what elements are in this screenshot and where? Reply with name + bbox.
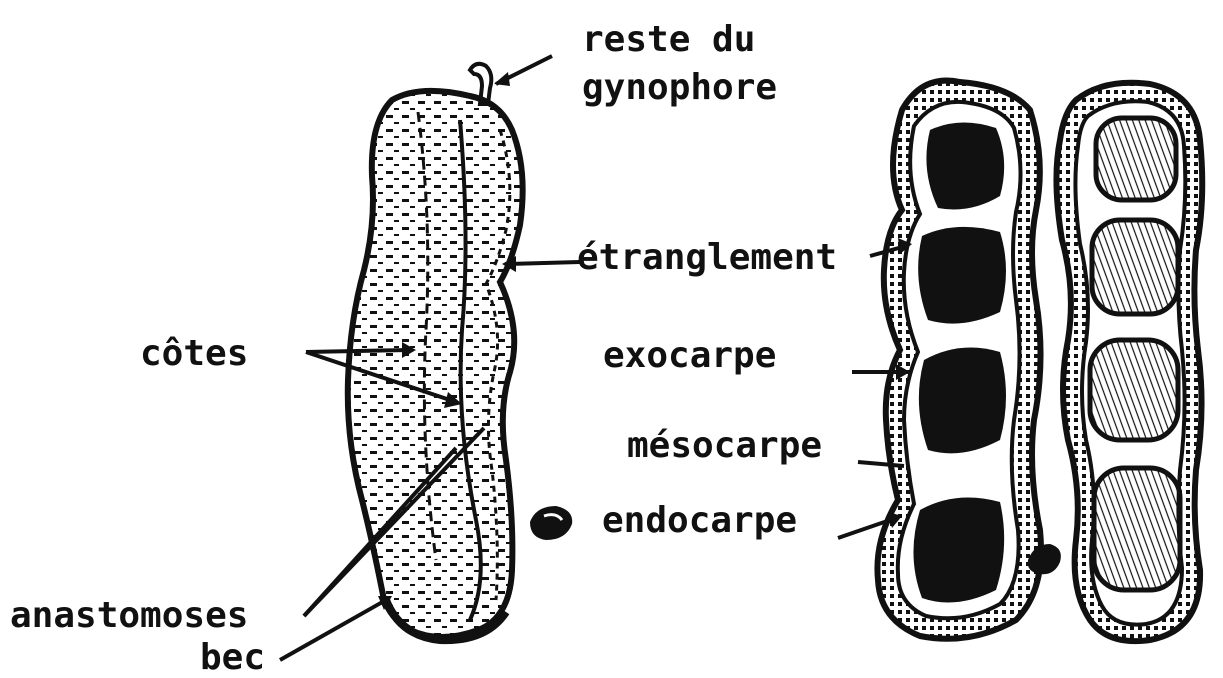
leader-cotes-a	[306, 350, 410, 352]
seed-3	[1090, 340, 1178, 440]
label-cotes: côtes	[140, 336, 248, 372]
label-mesocarpe: mésocarpe	[627, 428, 822, 464]
seed-2	[1092, 220, 1178, 314]
label-endocarpe: endocarpe	[602, 503, 797, 539]
seed-cavity-4	[913, 498, 1004, 603]
label-bec: bec	[200, 640, 265, 676]
seed-cavity-1	[926, 122, 1004, 209]
label-gynophore: gynophore	[582, 70, 777, 106]
label-anastomoses: anastomoses	[10, 598, 248, 634]
leader-etranglement-left	[508, 262, 580, 264]
seed-cavity-2	[918, 227, 1006, 324]
seed-1	[1096, 118, 1176, 200]
small-seed-center	[530, 506, 572, 540]
seed-cavity-3	[919, 348, 1006, 454]
seed-4	[1094, 468, 1180, 590]
label-exocarpe: exocarpe	[603, 338, 776, 374]
arrow-gynophore	[494, 72, 510, 86]
label-etranglement: étranglement	[577, 240, 837, 276]
opened-pod-left-valve	[877, 81, 1041, 639]
label-reste-du: reste du	[582, 22, 755, 58]
opened-pod-right-valve	[1056, 83, 1202, 641]
leader-bec	[280, 600, 386, 660]
